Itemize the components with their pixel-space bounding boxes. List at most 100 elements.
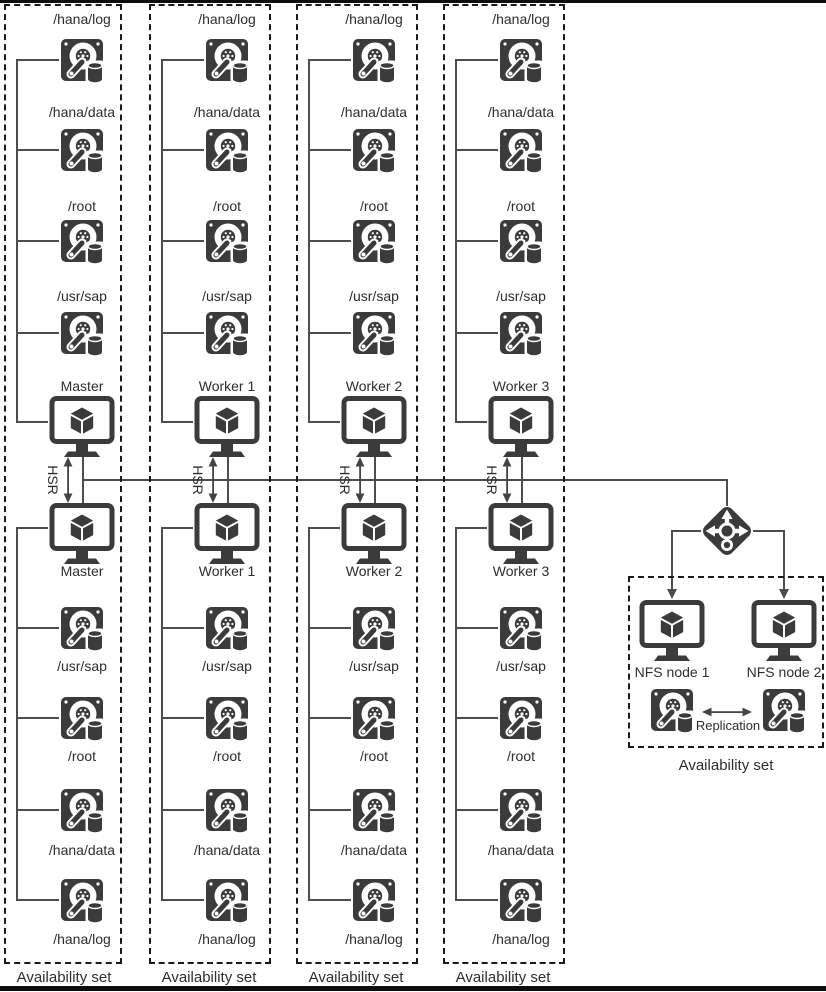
connector-line: [455, 809, 498, 811]
disk-icon: [59, 877, 105, 925]
disk-label: /hana/data: [487, 842, 555, 858]
connector-line: [308, 240, 351, 242]
disk-label: /hana/log: [198, 11, 256, 27]
disk-icon: [351, 787, 397, 835]
disk-icon: [498, 877, 544, 925]
disk-icon: [59, 127, 105, 175]
disk-icon: [498, 695, 544, 743]
connector-line: [161, 627, 204, 629]
connector-line: [308, 527, 310, 901]
disk-label: /usr/sap: [496, 288, 546, 304]
disk-icon: [498, 310, 544, 358]
connector-line: [308, 717, 351, 719]
disk-icon: [498, 127, 544, 175]
disk-label: /hana/log: [492, 11, 550, 27]
connector-line: [16, 527, 48, 529]
connector-line: [161, 421, 193, 423]
connector-line: [521, 457, 523, 503]
connector-line: [161, 332, 204, 334]
disk-label: /hana/data: [48, 842, 116, 858]
disk-label: /hana/data: [340, 104, 408, 120]
connector-line: [455, 527, 457, 901]
disk-label: /usr/sap: [496, 658, 546, 674]
connector-line: [161, 717, 204, 719]
connector-line: [16, 59, 59, 61]
connector-line: [16, 899, 59, 901]
vm-icon: [638, 599, 706, 662]
availability-set-border: [149, 4, 271, 964]
vm-icon: [193, 502, 261, 565]
disk-icon: [204, 127, 250, 175]
availability-set-label: Availability set: [308, 969, 404, 986]
connector-line: [16, 240, 59, 242]
connector-line: [16, 717, 59, 719]
disk-icon: [204, 605, 250, 653]
hsr-label: HSR: [190, 465, 206, 495]
disk-icon: [204, 37, 250, 85]
disk-label: /root: [506, 748, 536, 764]
connector-line: [455, 421, 487, 423]
down-arrow-icon: [779, 589, 789, 599]
availability-set-label: Availability set: [161, 969, 257, 986]
connector-line: [161, 809, 204, 811]
disk-label: /root: [359, 198, 389, 214]
hsr-arrow-icon: [208, 457, 218, 503]
disk-icon: [59, 37, 105, 85]
disk-label: /usr/sap: [349, 658, 399, 674]
vm-label: Worker 3: [492, 378, 550, 394]
availability-set-border: [443, 4, 565, 964]
disk-icon: [59, 605, 105, 653]
connector-line: [161, 527, 163, 901]
connector-line: [308, 421, 340, 423]
vm-icon: [487, 502, 555, 565]
connector-line: [16, 421, 48, 423]
connector-line: [308, 59, 351, 61]
disk-icon: [498, 218, 544, 266]
disk-icon: [204, 877, 250, 925]
connector-line: [308, 149, 351, 151]
availability-set-column-master: /hana/log /hana/data /root /usr/sap Mast…: [4, 0, 127, 992]
connector-line: [16, 149, 59, 151]
disk-icon: [351, 37, 397, 85]
disk-label: /root: [67, 748, 97, 764]
availability-set-label: Availability set: [678, 757, 774, 774]
disk-icon: [351, 218, 397, 266]
vm-label: Worker 3: [492, 563, 550, 579]
down-arrow-icon: [667, 589, 677, 599]
vm-icon: [487, 395, 555, 458]
disk-label: /hana/data: [487, 104, 555, 120]
disk-label: /root: [506, 198, 536, 214]
vm-icon: [48, 502, 116, 565]
disk-icon: [59, 787, 105, 835]
nfs-node2-label: NFS node 2: [746, 664, 822, 680]
disk-label: /root: [212, 748, 242, 764]
vm-icon: [48, 395, 116, 458]
disk-label: /hana/log: [345, 931, 403, 947]
top-border: [0, 0, 826, 3]
load-balancer-icon: [700, 504, 754, 558]
connector-line: [16, 332, 59, 334]
hsr-arrow-icon: [63, 457, 73, 503]
connector-line: [455, 332, 498, 334]
connector-line: [227, 457, 229, 503]
connector-line: [161, 899, 204, 901]
disk-label: /root: [212, 198, 242, 214]
connector-line: [455, 527, 487, 529]
lb-right-connector-line: [753, 530, 785, 532]
connector-line: [16, 627, 59, 629]
disk-icon: [498, 787, 544, 835]
disk-icon: [498, 605, 544, 653]
disk-icon: [351, 310, 397, 358]
disk-label: /hana/data: [193, 104, 261, 120]
hsr-label: HSR: [337, 465, 353, 495]
availability-set-column-worker2: /hana/log /hana/data /root /usr/sap Work…: [296, 0, 419, 992]
vm-label: Master: [60, 563, 104, 579]
connector-line: [82, 457, 84, 503]
disk-label: /hana/log: [53, 11, 111, 27]
disk-icon: [351, 877, 397, 925]
vm-label: Worker 2: [345, 563, 403, 579]
disk-icon: [204, 218, 250, 266]
connector-line: [455, 240, 498, 242]
disk-icon: [498, 37, 544, 85]
availability-set-border: [4, 4, 122, 964]
